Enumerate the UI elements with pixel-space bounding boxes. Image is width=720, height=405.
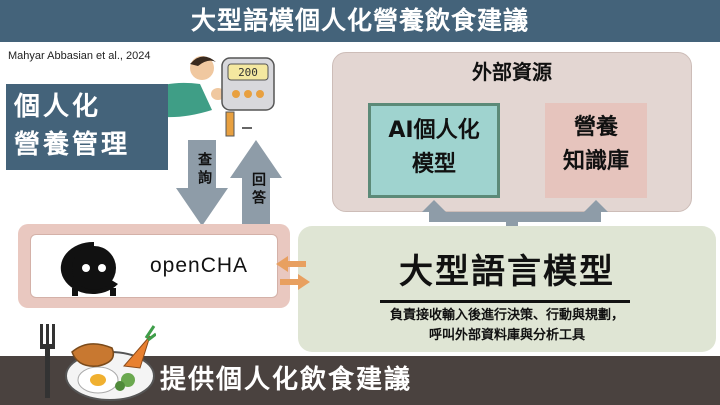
- llm-title: 大型語言模型: [399, 252, 615, 292]
- llm-desc-line2: 呼叫外部資料庫與分析工具: [428, 328, 585, 343]
- llm-panel: [298, 226, 716, 352]
- nutrition-knowledge-box: 營養 知識庫: [545, 103, 647, 198]
- opencha-label: openCHA: [150, 254, 249, 277]
- personal-nutrition-title: 個人化 營養管理: [6, 84, 168, 170]
- personal-nutrition-line1: 個人化: [14, 92, 102, 122]
- query-arrow-icon: [176, 140, 228, 226]
- bread-icon: [71, 343, 115, 367]
- llm-desc-line1: 負責接收輸入後進行決策、行動與規劃，: [389, 308, 624, 323]
- header-banner: 大型語模個人化營養飲食建議: [0, 0, 720, 42]
- food-plate-illustration: [40, 324, 156, 401]
- llm-description: 負責接收輸入後進行決策、行動與規劃， 呼叫外部資料庫與分析工具: [298, 306, 716, 346]
- knowledge-line1: 營養: [573, 115, 618, 140]
- opencha-logo-icon: [60, 241, 118, 296]
- ai-personal-model-box: AI個人化 模型: [368, 103, 500, 198]
- knowledge-line2: 知識庫: [562, 149, 629, 174]
- external-resources-title: 外部資源: [472, 60, 552, 84]
- query-label: 查詢: [196, 152, 212, 188]
- answer-arrow-icon: [230, 140, 282, 226]
- carrot-icon: [123, 335, 151, 369]
- scale-reading: 200: [238, 66, 258, 79]
- llm-underline: [380, 300, 630, 303]
- ai-model-line1: AI個人化: [388, 118, 480, 143]
- citation-text: Mahyar Abbasian et al., 2024: [8, 50, 151, 62]
- opencha-inner: [30, 234, 278, 298]
- personal-nutrition-line2: 營養管理: [14, 130, 131, 160]
- ai-model-line2: 模型: [411, 152, 456, 177]
- exchange-arrows-icon: [276, 256, 310, 290]
- fork-icon: [40, 324, 55, 398]
- answer-label: 回答: [250, 172, 266, 208]
